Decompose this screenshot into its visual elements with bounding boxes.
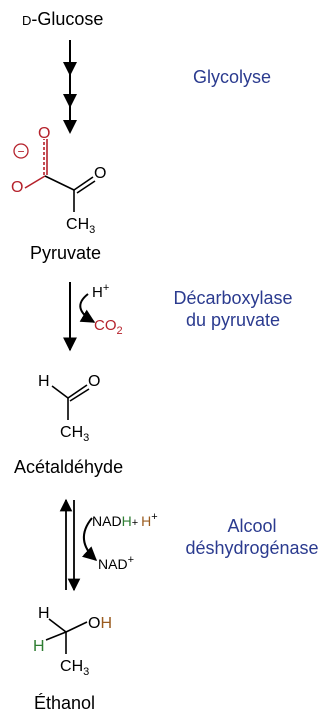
ethanol-oh: OH xyxy=(88,615,112,632)
ethanol-ch3: CH3 xyxy=(60,658,89,678)
glycolysis-arrowhead-1 xyxy=(63,62,77,76)
acetaldehyde-o: O xyxy=(88,373,100,390)
adh-arrows xyxy=(59,498,98,592)
ethanol-structure: H H OH CH3 xyxy=(33,605,112,678)
pyruvate-ch3: CH3 xyxy=(66,216,95,236)
adh-label-1: Alcool xyxy=(227,516,276,536)
acetaldehyde-h: H xyxy=(38,373,50,390)
nad-plus: NAD+ xyxy=(98,554,134,572)
acetaldehyde-structure: H O CH3 xyxy=(38,373,100,444)
pyruvate-o-left: O xyxy=(11,179,23,196)
glycolysis-arrowhead-2 xyxy=(63,94,77,108)
glycolysis-arrows xyxy=(63,40,77,134)
adh-label-2: déshydrogénase xyxy=(185,538,318,558)
negative-charge-sign: − xyxy=(17,145,24,159)
decarboxylase-arrow xyxy=(63,282,96,352)
h-plus-in: H+ xyxy=(92,282,109,301)
nadh-h-plus: NADH+H+ xyxy=(92,511,158,529)
pyruvate-o-ketone: O xyxy=(94,165,106,182)
co2-out: CO2 xyxy=(94,317,123,337)
glucose-label: D-Glucose xyxy=(22,9,103,29)
decarboxylase-label-1: Décarboxylase xyxy=(173,288,292,308)
glycolysis-arrowhead-3 xyxy=(63,120,77,134)
ethanol-label: Éthanol xyxy=(34,693,95,713)
acetaldehyde-ch3: CH3 xyxy=(60,424,89,444)
acetaldehyde-label: Acétaldéhyde xyxy=(14,457,123,477)
ethanol-h-top: H xyxy=(38,605,50,622)
pyruvate-structure: O − O O CH3 xyxy=(11,125,106,236)
glycolysis-enzyme-label: Glycolyse xyxy=(193,67,271,87)
pyruvate-label: Pyruvate xyxy=(30,243,101,263)
negative-charge-circle xyxy=(13,143,29,159)
ethanol-h-green: H xyxy=(33,638,45,655)
pyruvate-o-top: O xyxy=(38,125,50,142)
decarboxylase-label-2: du pyruvate xyxy=(186,310,280,330)
